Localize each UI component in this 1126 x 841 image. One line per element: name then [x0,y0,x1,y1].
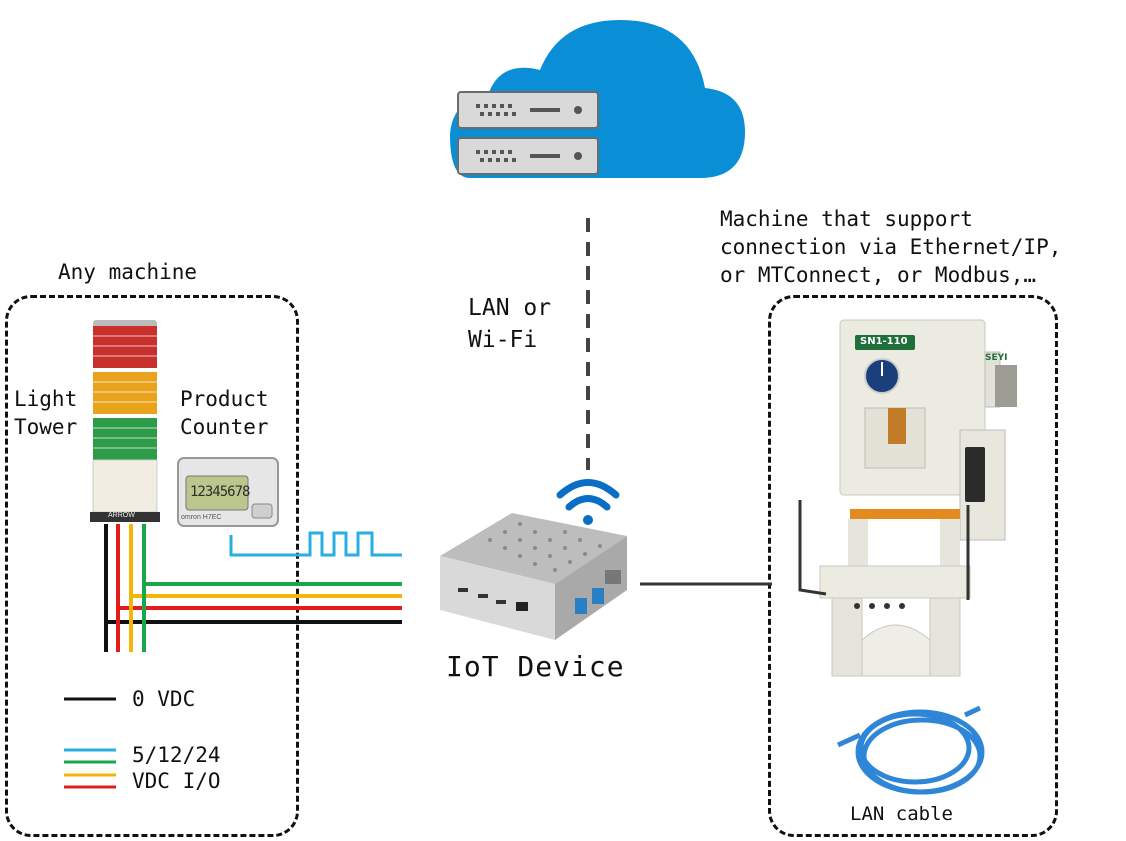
light-tower-label: Light Tower [14,387,78,439]
press-machine-icon [798,319,1017,677]
machine-plate: SN1-110 [860,336,908,347]
counter-display: 12345678 [190,484,250,500]
machine-side-logo: SEYI [985,353,1008,363]
counter-model: omron H7EC [181,514,222,521]
light-tower-icon [90,320,160,522]
supported-machine-group [768,295,1058,837]
server-icon [457,91,599,175]
any-machine-title: Any machine [58,260,198,284]
any-machine-group [5,295,299,837]
counter-icon [177,457,279,527]
legend-lines [64,697,116,789]
legend-io-voltage: 5/12/24 [132,743,221,767]
iot-box-icon [440,513,627,640]
product-counter-label: Product Counter [180,387,269,439]
tower-wires [104,524,402,652]
iot-device-label: IoT Device [446,650,625,683]
legend-io-type: VDC I/O [132,769,221,793]
legend-0vdc: 0 VDC [132,687,196,711]
supported-machine-title: Machine that support connection via Ethe… [720,207,1062,287]
tower-brand: ARROW [108,512,135,519]
lan-cable-label: LAN cable [850,803,953,825]
pulse-signal-line [229,531,402,557]
network-link-label: LAN or Wi-Fi [468,295,552,353]
wifi-icon [556,479,620,525]
lan-cable-icon [836,705,985,795]
